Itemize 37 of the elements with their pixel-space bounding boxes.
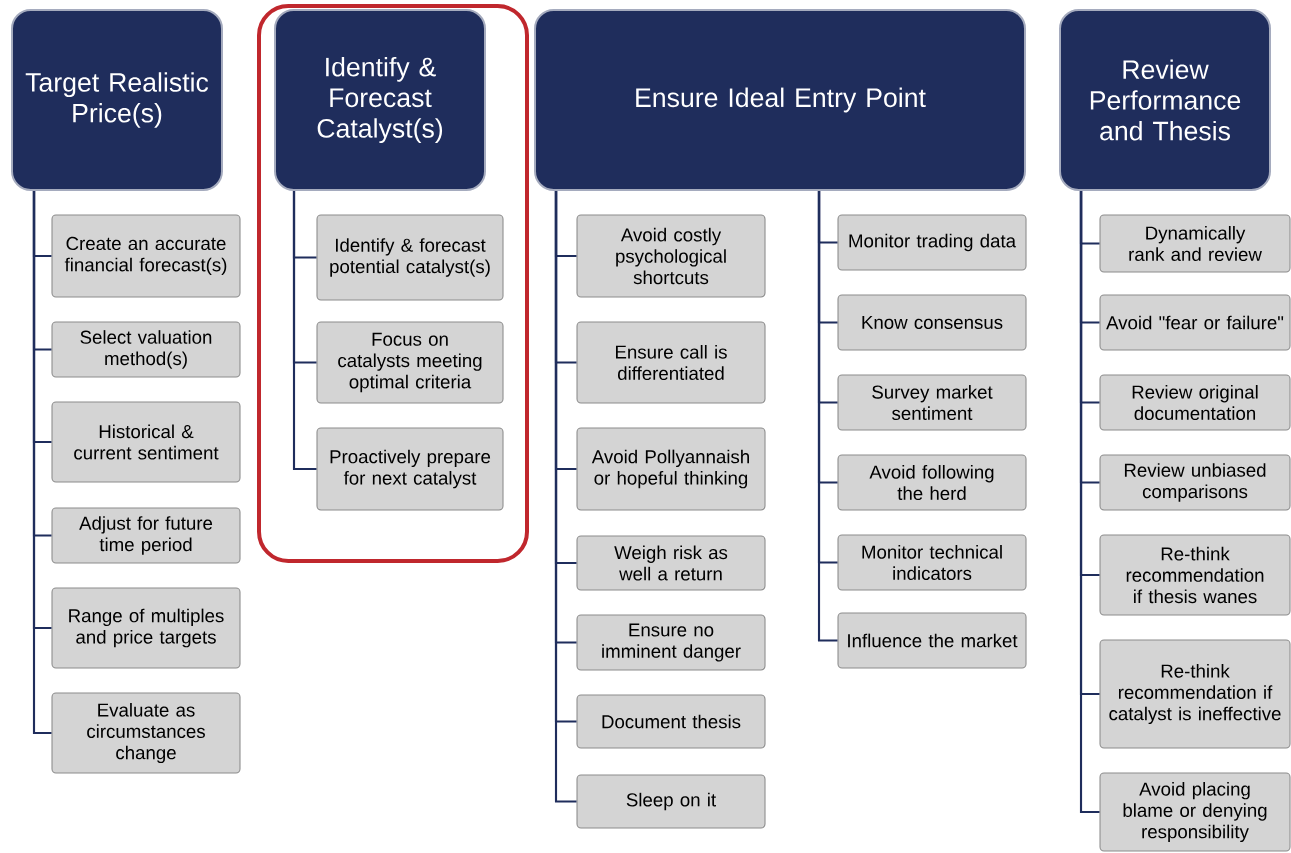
heading-box: Identify & Forecast Catalyst(s) [274,9,486,191]
item-box: Ensure no imminent danger [576,614,766,671]
item-box: Avoid following the herd [837,454,1027,511]
item-box: Re-think recommendation if thesis wanes [1099,534,1291,616]
item-box: Dynamically rank and review [1099,214,1291,273]
item-box: Know consensus [837,294,1027,351]
item-box: Historical & current sentiment [51,401,241,483]
item-box: Ensure call is differentiated [576,321,766,404]
item-box: Influence the market [837,612,1027,669]
item-box: Focus on catalysts meeting optimal criteria [316,321,504,404]
heading-box: Review Performance and Thesis [1059,9,1271,191]
heading-box: Target Realistic Price(s) [11,9,223,191]
item-box: Select valuation method(s) [51,321,241,378]
item-box: Create an accurate financial forecast(s) [51,214,241,298]
item-box: Monitor trading data [837,214,1027,271]
item-box: Avoid costly psychological shortcuts [576,214,766,298]
heading-box: Ensure Ideal Entry Point [534,9,1026,191]
item-box: Survey market sentiment [837,374,1027,431]
connector-line [32,191,52,735]
item-box: Weigh risk as well a return [576,535,766,591]
item-box: Review unbiased comparisons [1099,454,1291,511]
item-box: Monitor technical indicators [837,534,1027,591]
item-box: Proactively prepare for next catalyst [316,427,504,511]
item-box: Re-think recommendation if catalyst is ineffective [1099,639,1291,749]
item-box: Avoid Pollyannaish or hopeful thinking [576,427,766,511]
item-box: Avoid placing blame or denying responsibility [1099,772,1291,852]
item-box: Evaluate as circumstances change [51,692,241,774]
item-box: Adjust for future time period [51,507,241,564]
item-box: Sleep on it [576,774,766,829]
item-box: Review original documentation [1099,374,1291,431]
item-box: Avoid "fear or failure" [1099,294,1291,351]
connector-line [292,191,317,471]
connector-line [817,191,838,642]
connector-line [1079,191,1100,814]
item-box: Document thesis [576,694,766,749]
item-box: Identify & forecast potential catalyst(s) [316,214,504,301]
item-box: Range of multiples and price targets [51,587,241,669]
